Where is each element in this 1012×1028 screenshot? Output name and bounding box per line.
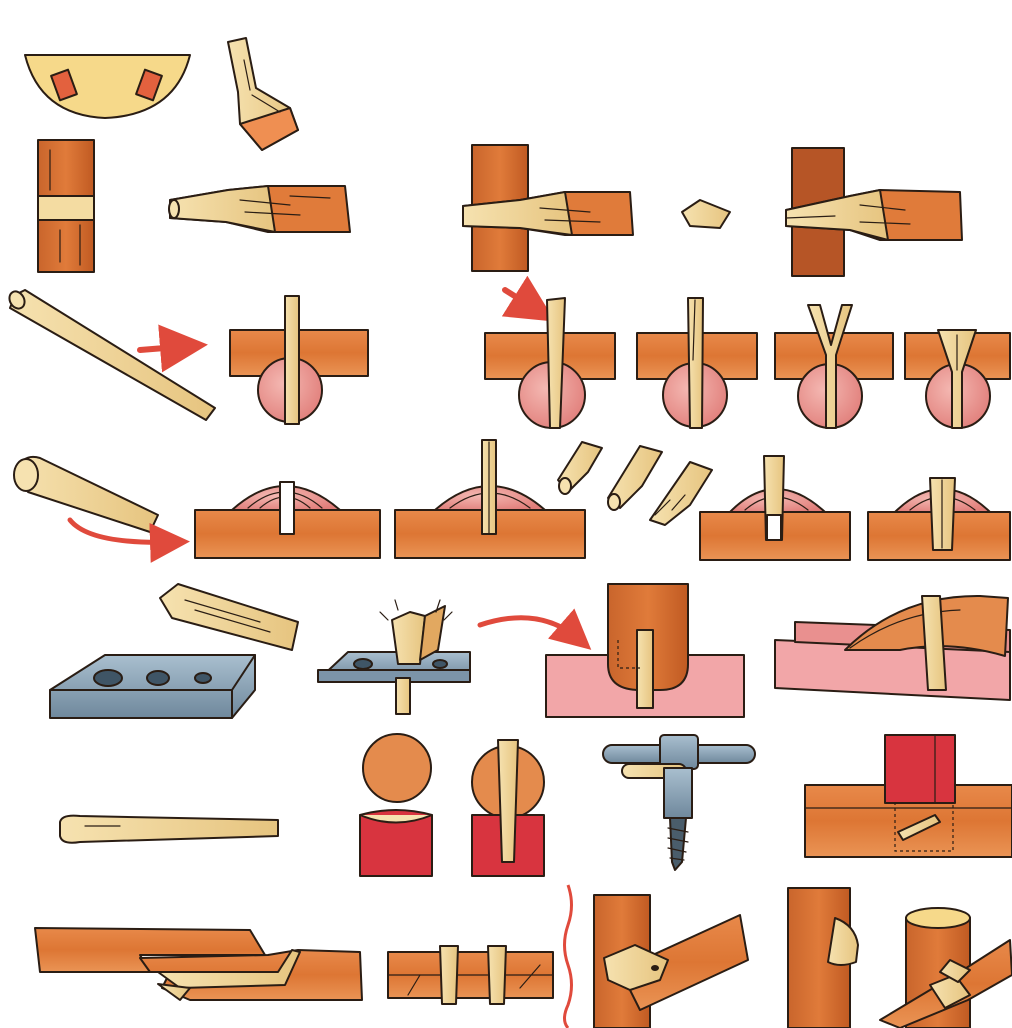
mortise-tenon-icon bbox=[788, 888, 858, 1028]
auger-drill-icon bbox=[603, 735, 755, 870]
bowl-with-mortises-icon bbox=[25, 55, 190, 118]
dowel-plate-icon bbox=[50, 584, 298, 718]
dowel-driving-icon bbox=[318, 600, 470, 714]
post-with-peg-icon bbox=[546, 584, 744, 717]
log-on-beam-icon bbox=[775, 596, 1010, 700]
bound-splice-icon bbox=[388, 946, 553, 1004]
beam-with-band-icon bbox=[38, 140, 94, 272]
wedged-split-joint-icon bbox=[786, 148, 962, 276]
slotted-beam-icon bbox=[395, 440, 585, 558]
scarf-joint-icon bbox=[35, 928, 362, 1000]
wedged-slot-icon bbox=[700, 456, 850, 560]
wedge-icon bbox=[682, 200, 730, 228]
tapered-peg-icon bbox=[6, 289, 215, 420]
wedging-sequence-icon bbox=[485, 290, 1010, 428]
pegged-post-icon bbox=[805, 735, 1012, 857]
round-tenon-icon bbox=[360, 734, 432, 876]
arrow-icon bbox=[480, 618, 580, 640]
peg-through-beam-icon bbox=[463, 145, 633, 271]
slotted-beam-icon bbox=[195, 482, 380, 558]
post-brace-joint-icon bbox=[594, 895, 748, 1028]
arrow-icon bbox=[140, 346, 190, 350]
branch-fork-icon bbox=[228, 38, 298, 150]
branch-post-joint-icon bbox=[880, 908, 1012, 1028]
peg-in-beam-icon bbox=[230, 296, 368, 424]
wedged-slot-icon bbox=[868, 478, 1010, 560]
split-branch-icon bbox=[169, 186, 350, 232]
tapered-peg-icon bbox=[14, 457, 158, 532]
dowel-rod-icon bbox=[60, 816, 278, 843]
divider-squiggle-icon bbox=[565, 885, 572, 1028]
round-tenon-icon bbox=[472, 740, 544, 876]
